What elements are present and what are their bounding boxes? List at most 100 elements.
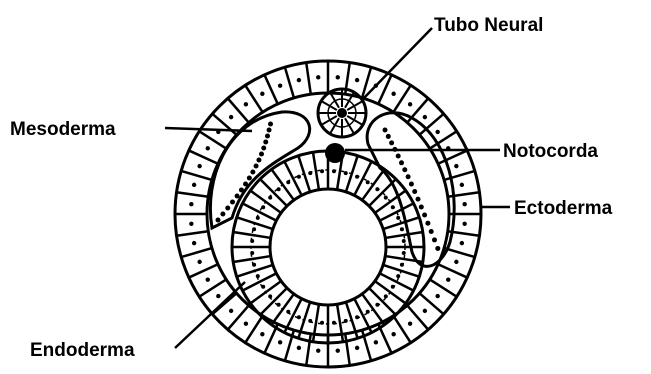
gut-lumen xyxy=(270,189,386,305)
mesoderm-cell xyxy=(243,182,248,187)
endoderm-cell-nucleus xyxy=(402,239,406,243)
endoderm-cell-nucleus xyxy=(384,196,388,200)
ectoderm-cell-nucleus xyxy=(244,102,248,106)
mesoderm-cell xyxy=(256,158,261,163)
ectoderm-cell-nucleus xyxy=(435,130,439,134)
ectoderm-cell-wall xyxy=(189,264,218,277)
ectoderm-cell-nucleus xyxy=(460,183,464,187)
endoderm-cell-nucleus xyxy=(396,216,400,220)
mesoderm-cell xyxy=(265,134,270,139)
ectoderm-cell-nucleus xyxy=(374,340,378,344)
ectoderm-cell-wall xyxy=(199,131,226,148)
ectoderm-cell-nucleus xyxy=(316,348,320,352)
mesoderm-cell xyxy=(247,176,252,181)
ectoderm-cell-nucleus xyxy=(189,202,193,206)
mesoderm-cell xyxy=(432,237,437,242)
ectoderm-cell-nucleus xyxy=(355,346,359,350)
mesoderm-cell xyxy=(268,122,273,127)
ectoderm-cell-nucleus xyxy=(336,348,340,352)
label-ectoderma: Ectoderma xyxy=(514,198,613,219)
mesoderm-cell xyxy=(239,188,244,193)
mesoderm-cell xyxy=(220,212,225,217)
label-endoderma: Endoderma xyxy=(30,340,135,361)
ectoderm-cell-wall xyxy=(245,316,262,343)
ectoderm-cell-nucleus xyxy=(462,222,466,226)
ectoderm-cell-wall xyxy=(189,150,218,163)
mesoderm-cell xyxy=(412,189,417,194)
mesoderm-cell xyxy=(261,146,266,151)
mesoderm-cell xyxy=(416,197,421,202)
ectoderm-cell-nucleus xyxy=(423,115,427,119)
ectoderm-cell-nucleus xyxy=(460,241,464,245)
mesoderm-cell xyxy=(254,164,259,169)
endoderm-cell-wall xyxy=(233,256,271,262)
mesoderm-cell xyxy=(406,174,411,179)
label-notocorda: Notocorda xyxy=(503,141,598,162)
ectoderm-cell-wall xyxy=(378,75,391,104)
mesoderm-cell xyxy=(419,204,424,209)
notochord xyxy=(325,143,345,163)
ectoderm-cell-nucleus xyxy=(435,294,439,298)
ectoderm-cell-wall xyxy=(199,279,226,296)
ectoderm-cell-wall xyxy=(345,334,350,366)
ectoderm-cell-nucleus xyxy=(391,92,395,96)
ectoderm-cell-nucleus xyxy=(229,309,233,313)
mesoderm-cell xyxy=(402,167,407,172)
neural-tube xyxy=(318,89,366,137)
ectoderm-cell-nucleus xyxy=(355,78,359,82)
label-mesoderma: Mesoderma xyxy=(10,119,116,140)
mesoderm-cell xyxy=(225,206,230,211)
mesoderm-cell xyxy=(399,160,404,165)
ectoderm-cell-nucleus xyxy=(197,260,201,264)
label-tubo-neural: Tubo Neural xyxy=(434,15,543,36)
mesoderm-cell xyxy=(230,200,235,205)
ectoderm-cell-wall xyxy=(306,334,311,366)
mesoderm-cell xyxy=(235,194,240,199)
ectoderm-cell-nucleus xyxy=(206,277,210,281)
neural-canal xyxy=(337,108,347,118)
ectoderm-cell-wall xyxy=(285,67,294,98)
ectoderm-cell-nucleus xyxy=(278,340,282,344)
ectoderm-cell-nucleus xyxy=(423,309,427,313)
endoderm-cells xyxy=(232,151,424,343)
ectoderm-cell-nucleus xyxy=(216,294,220,298)
ectoderm-cell-nucleus xyxy=(206,146,210,150)
leader-mesoderma xyxy=(165,128,252,131)
ectoderm-cell-nucleus xyxy=(189,222,193,226)
mesoderm-cell xyxy=(263,140,268,145)
ectoderm-cell-nucleus xyxy=(454,260,458,264)
mesoderm-cell xyxy=(386,134,391,139)
ectoderm-cell-nucleus xyxy=(192,241,196,245)
ectoderm-cell-nucleus xyxy=(192,183,196,187)
ectoderm-cell-nucleus xyxy=(229,115,233,119)
ectoderm-cell-wall xyxy=(181,171,212,180)
ectoderm-cell-nucleus xyxy=(391,332,395,336)
ectoderm-cell-nucleus xyxy=(446,277,450,281)
ectoderm-cell-wall xyxy=(438,264,467,277)
ectoderm-cell-nucleus xyxy=(454,164,458,168)
ectoderm-cell-wall xyxy=(245,85,262,112)
mesoderm-cell xyxy=(425,221,430,226)
mesoderm-cell xyxy=(396,154,401,159)
endoderm-cell-nucleus xyxy=(396,274,400,278)
ectoderm-cell-wall xyxy=(306,63,311,95)
ectoderm-cell-nucleus xyxy=(278,83,282,87)
mesoderm-cell xyxy=(250,170,255,175)
mesoderm-cell xyxy=(267,128,272,133)
mesoderm-cell xyxy=(429,229,434,234)
ectoderm-cell-wall xyxy=(264,75,277,104)
leader-tubo-neural xyxy=(362,28,432,100)
ectoderm-cell-wall xyxy=(393,316,410,343)
ectoderm-cell-wall xyxy=(181,248,212,257)
ectoderm-cell-wall xyxy=(177,231,209,236)
mesoderm-cell xyxy=(259,152,264,157)
ectoderm-cell-nucleus xyxy=(336,75,340,79)
ectoderm-cell-nucleus xyxy=(260,332,264,336)
mesoderm-cell xyxy=(435,246,440,251)
endoderm-cell-nucleus xyxy=(402,251,406,255)
ectoderm-cell-nucleus xyxy=(408,102,412,106)
mesoderm-cell xyxy=(409,182,414,187)
ectoderm-cell-wall xyxy=(430,279,457,296)
ectoderm-cell-nucleus xyxy=(316,75,320,79)
